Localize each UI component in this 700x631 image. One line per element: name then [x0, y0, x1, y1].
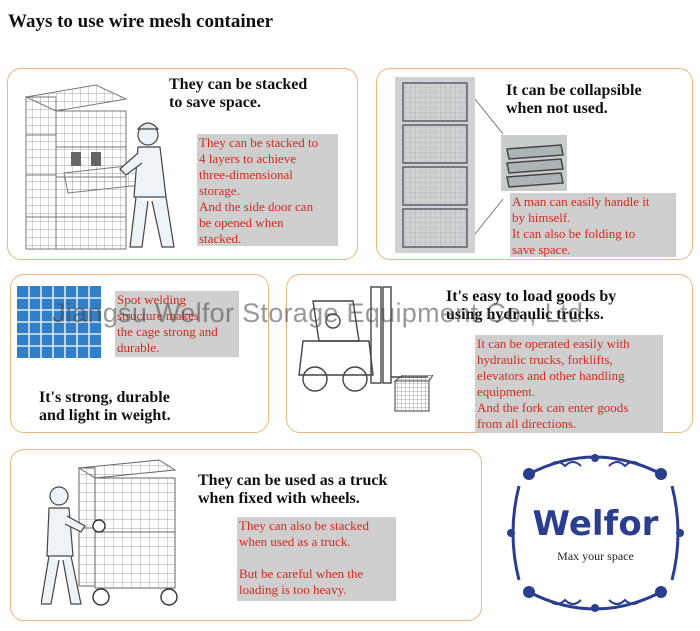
card-truck: They can be used as a truck when fixed w… — [10, 449, 482, 621]
logo-tagline: Max your space — [557, 549, 634, 563]
logo-brand-name: Welfor — [532, 504, 659, 544]
collapsible-heading: It can be collapsible when not used. — [506, 82, 642, 117]
stacking-note: They can be stacked to 4 layers to achie… — [197, 134, 338, 246]
company-watermark: Jiangsu Welfor Storage Equipment Co., Lt… — [52, 298, 591, 328]
wheeled-cage-illustration — [41, 459, 178, 606]
truck-heading: They can be used as a truck when fixed w… — [198, 472, 388, 507]
loading-note: It can be operated easily with hydraulic… — [475, 335, 663, 433]
card-stacking: They can be stacked to save space. They … — [7, 68, 358, 260]
welfor-logo: Welfor Max your space — [499, 446, 692, 620]
logo-ornament-frame — [507, 454, 684, 612]
stacking-heading: They can be stacked to save space. — [169, 76, 308, 111]
collapsible-cages-photo — [395, 77, 475, 253]
loading-heading: It's easy to load goods by using hydraul… — [446, 288, 617, 323]
collapsible-note: A man can easily handle it by himself. I… — [510, 193, 676, 257]
stacked-containers-illustration — [24, 84, 175, 250]
card-strength: Spot welding structure makes the cage st… — [10, 274, 269, 433]
strength-heading: It's strong, durable and light in weight… — [39, 389, 171, 424]
wire-cage-small — [393, 375, 433, 412]
callout-lines — [475, 98, 504, 235]
card-loading: It's easy to load goods by using hydraul… — [286, 274, 693, 433]
truck-note: They can also be stacked when used as a … — [237, 517, 396, 601]
weld-mesh-closeup — [17, 286, 101, 358]
card-collapsible: It can be collapsible when not used. A m… — [376, 68, 693, 260]
page-title: Ways to use wire mesh container — [8, 11, 274, 32]
strength-note: Spot welding structure makes the cage st… — [115, 291, 239, 357]
folded-cages-photo — [501, 135, 567, 191]
